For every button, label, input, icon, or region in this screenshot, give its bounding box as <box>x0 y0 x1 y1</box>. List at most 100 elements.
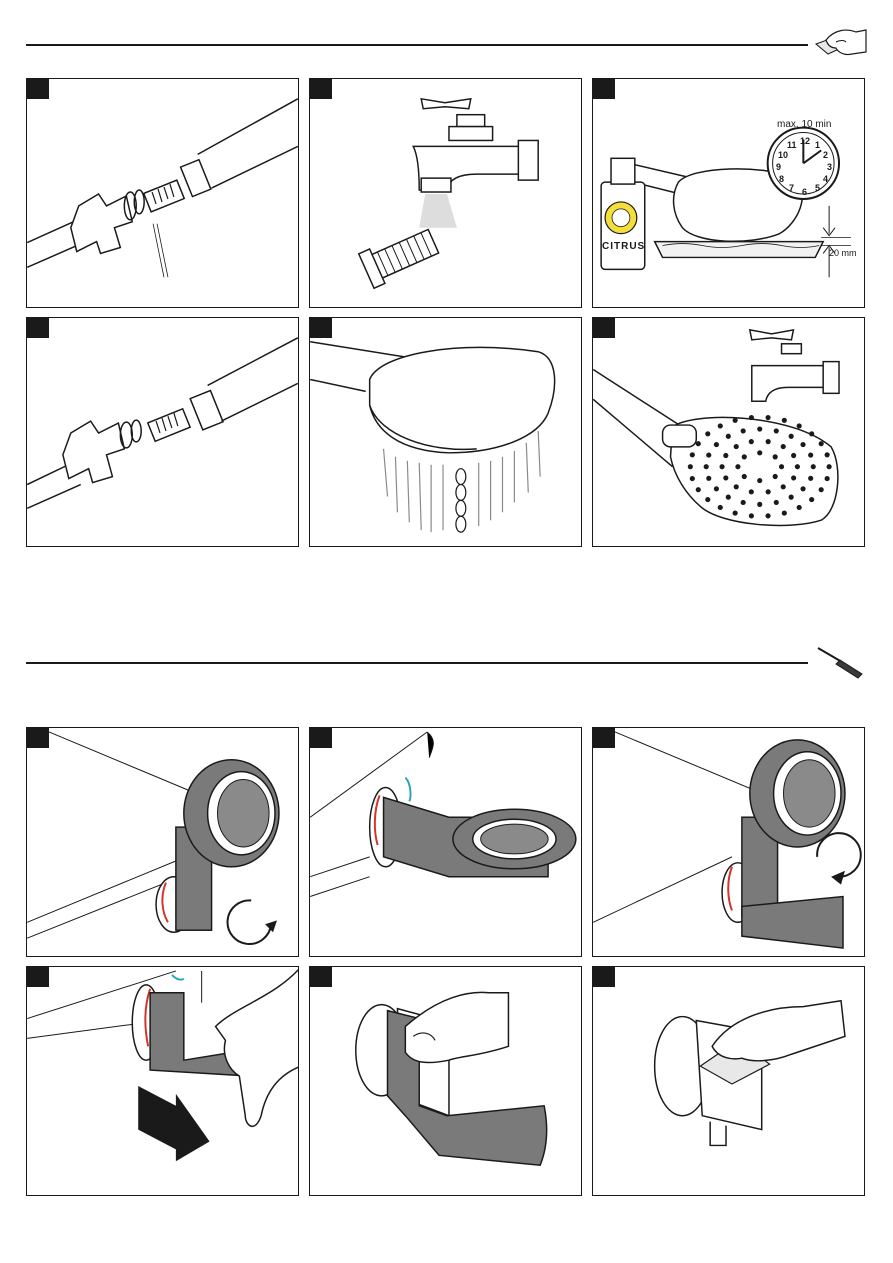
step-number-box <box>310 728 332 748</box>
nozzle-dot <box>782 511 787 516</box>
step-panel-rinse-head <box>592 317 865 547</box>
citrus-label: CITRUS <box>602 241 645 252</box>
section-rule-cleaning <box>26 44 808 46</box>
nozzle-dot <box>749 489 754 494</box>
nozzle-dot <box>809 431 814 436</box>
rotate-back-illustration <box>593 728 864 956</box>
clock-number-1: 1 <box>815 140 820 150</box>
nozzle-dot <box>808 453 813 458</box>
step-panel-pull-holder <box>26 966 299 1196</box>
clock-number-7: 7 <box>789 183 794 193</box>
nozzle-dot <box>782 418 787 423</box>
nozzle-dot <box>719 464 724 469</box>
section-rule-dismantling <box>26 662 808 664</box>
nozzle-dot <box>765 415 770 420</box>
nozzle-dot <box>749 439 754 444</box>
step-number-box <box>310 318 332 338</box>
hold-holder-illustration <box>310 967 581 1195</box>
soak-depth-label: 20 mm <box>829 248 857 258</box>
step-panel-wipe-holder <box>592 966 865 1196</box>
step-panel-soak-descaler: max. 10 min 12 1 2 3 4 5 6 7 8 9 10 11 C… <box>592 78 865 308</box>
nozzle-dot <box>789 434 794 439</box>
nozzle-dot <box>819 441 824 446</box>
nozzle-dot <box>734 484 739 489</box>
step-number-box <box>593 318 615 338</box>
step-number-box <box>593 79 615 99</box>
nozzle-dot <box>766 439 771 444</box>
nozzle-dot <box>718 505 723 510</box>
step-panel-rotate-back-ccw <box>592 727 865 957</box>
clock-number-6: 6 <box>802 187 807 197</box>
nozzle-dot <box>766 489 771 494</box>
clock-number-11: 11 <box>787 140 797 150</box>
step-panel-holder-rotated <box>309 727 582 957</box>
nozzle-dot <box>704 464 709 469</box>
rinse-head-illustration <box>593 318 864 546</box>
soak-time-label: max. 10 min <box>777 119 831 130</box>
nozzle-dot <box>757 478 762 483</box>
nozzle-dot <box>726 434 731 439</box>
step-number-box <box>27 728 49 748</box>
nozzle-dot <box>706 476 711 481</box>
reassemble-illustration <box>27 318 298 546</box>
nozzle-dot <box>825 476 830 481</box>
nozzle-dot <box>714 486 719 491</box>
clock-number-10: 10 <box>778 150 788 160</box>
step-panel-reassemble <box>26 317 299 547</box>
nozzle-dot <box>773 454 778 459</box>
nozzle-dot <box>757 426 762 431</box>
nozzle-dot <box>800 486 805 491</box>
nozzle-dot <box>811 464 816 469</box>
nozzle-dot <box>734 444 739 449</box>
step-number-box <box>27 318 49 338</box>
nozzle-dot <box>735 464 740 469</box>
nozzle-dot <box>819 487 824 492</box>
clock-number-5: 5 <box>815 183 820 193</box>
soak-illustration <box>593 79 864 307</box>
pull-holder-illustration <box>27 967 298 1195</box>
holder-rotated-illustration <box>310 728 581 956</box>
nozzle-dot <box>797 505 802 510</box>
step-panel-hold-holder <box>309 966 582 1196</box>
nozzle-dot <box>827 464 832 469</box>
nozzle-dot <box>723 453 728 458</box>
nozzle-dot <box>705 497 710 502</box>
nozzle-dot <box>779 464 784 469</box>
clock-number-4: 4 <box>823 174 828 184</box>
nozzle-dot <box>797 423 802 428</box>
nozzle-dot <box>688 464 693 469</box>
nozzle-dot <box>690 476 695 481</box>
nozzle-dot <box>791 453 796 458</box>
nozzle-dot <box>781 444 786 449</box>
nozzle-dot <box>726 495 731 500</box>
step-number-box <box>27 79 49 99</box>
nozzle-dot <box>749 513 754 518</box>
nozzle-dot <box>705 431 710 436</box>
step-number-box <box>593 728 615 748</box>
nozzle-dot <box>781 484 786 489</box>
rinse-filter-illustration <box>310 79 581 307</box>
clock-number-8: 8 <box>779 174 784 184</box>
nozzle-dot <box>696 487 701 492</box>
nozzle-dot <box>757 450 762 455</box>
clock-number-12: 12 <box>800 136 810 146</box>
step-panel-rotate-holder-cw <box>26 727 299 957</box>
nozzle-dot <box>741 428 746 433</box>
step-number-box <box>593 967 615 987</box>
nozzle-dot <box>741 500 746 505</box>
nozzle-dot <box>765 513 770 518</box>
clock-number-9: 9 <box>776 162 781 172</box>
nozzle-dot <box>774 428 779 433</box>
nozzle-dot <box>773 474 778 479</box>
nozzle-dot <box>718 423 723 428</box>
nozzle-dot <box>723 475 728 480</box>
nozzle-dot <box>742 474 747 479</box>
nozzle-dot <box>791 475 796 480</box>
nozzle-dot <box>809 497 814 502</box>
nozzle-dot <box>749 415 754 420</box>
nozzle-dot <box>706 453 711 458</box>
clock-number-3: 3 <box>827 162 832 172</box>
step-panel-filter-removal <box>26 78 299 308</box>
nozzle-dot <box>714 442 719 447</box>
nozzle-dot <box>774 500 779 505</box>
